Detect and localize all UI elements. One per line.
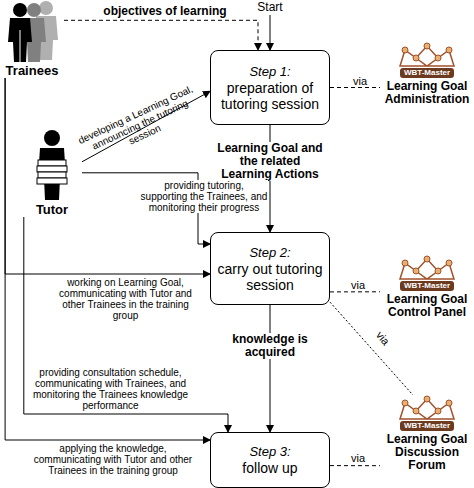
system-name: Learning Goal Administration <box>380 80 474 106</box>
crown-dot <box>435 408 441 414</box>
logo-banner: WBT-Master <box>400 281 454 291</box>
crown-dot <box>435 268 441 274</box>
crown-logo <box>400 396 454 419</box>
edge-label: via <box>369 323 397 354</box>
flow-connector <box>270 305 271 432</box>
system-name: Learning Goal Control Panel <box>380 293 474 319</box>
crown-dot <box>446 47 452 53</box>
person-head <box>27 3 41 17</box>
book <box>37 166 67 172</box>
actor-name: Trainees <box>6 63 59 78</box>
edge-label: working on Learning Goal, communicating … <box>48 277 203 321</box>
book <box>38 172 66 178</box>
person-head <box>39 1 53 15</box>
edge-label: via <box>343 452 373 464</box>
system-logo: WBT-MasterLearning Goal Discussion Forum <box>380 395 474 488</box>
edge-label: via <box>345 75 375 87</box>
crown-dot <box>413 268 419 274</box>
edge-label: providing consultation schedule, communi… <box>18 367 203 411</box>
person-head <box>13 3 27 17</box>
logo-banner: WBT-Master <box>400 68 454 78</box>
crown-dot <box>424 43 430 49</box>
step-text: carry out tutoring session <box>215 261 325 293</box>
actor-node: Trainees <box>0 0 64 78</box>
crown-dot <box>424 256 430 262</box>
edge-label: providing tutoring, supporting the Train… <box>140 180 268 213</box>
flow-connector <box>330 87 380 88</box>
process-box: Step 1:preparation of tutoring session <box>210 50 330 125</box>
flow-connector <box>64 20 258 50</box>
process-box: Step 2:carry out tutoring session <box>210 232 330 305</box>
crown-dot <box>424 396 430 402</box>
crown-dot <box>402 260 408 266</box>
person-head <box>44 130 60 146</box>
edge-label: Learning Goal and the related Learning A… <box>215 142 325 181</box>
leg-gap <box>20 30 21 62</box>
step-number: Step 1: <box>249 64 290 80</box>
step-number: Step 3: <box>249 444 290 460</box>
crown-dot <box>446 400 452 406</box>
flow-connector <box>5 78 210 440</box>
step-number: Step 2: <box>249 245 290 261</box>
trainees-icon <box>8 1 58 62</box>
crown-dot <box>413 55 419 61</box>
crown-dot <box>446 260 452 266</box>
person-body <box>8 18 32 62</box>
start-text: Start <box>257 0 282 14</box>
step-text: preparation of tutoring session <box>215 80 325 112</box>
flow-connector <box>330 465 380 466</box>
system-name: Learning Goal Discussion Forum <box>380 433 474 472</box>
crown-dot <box>402 47 408 53</box>
book <box>37 178 67 184</box>
actor-name: Tutor <box>36 202 68 217</box>
person-body <box>38 148 66 200</box>
book <box>38 160 66 166</box>
crown-dot <box>402 400 408 406</box>
crown-logo <box>400 256 454 279</box>
process-box: Step 3:follow up <box>210 432 330 488</box>
logo-banner: WBT-Master <box>400 421 454 431</box>
edge-label: via <box>343 279 373 291</box>
flow-connector <box>270 15 271 50</box>
start-node: Start <box>245 0 295 15</box>
system-logo: WBT-MasterLearning Goal Control Panel <box>380 255 474 335</box>
system-logo: WBT-MasterLearning Goal Administration <box>380 42 474 112</box>
crown-logo <box>400 43 454 66</box>
crown-dot <box>435 55 441 61</box>
edge-label: objectives of learning <box>70 5 260 18</box>
crown-dot <box>413 408 419 414</box>
actor-node: Tutor <box>22 125 82 217</box>
tutor-icon <box>37 130 67 200</box>
edge-label: applying the knowledge, communicating wi… <box>28 443 198 476</box>
flow-connector <box>5 78 210 274</box>
edge-label: knowledge is acquired <box>220 333 320 359</box>
step-text: follow up <box>242 460 297 476</box>
flow-connector <box>330 291 380 292</box>
edge-label: developing a Learning Goal, announcing t… <box>74 82 206 167</box>
